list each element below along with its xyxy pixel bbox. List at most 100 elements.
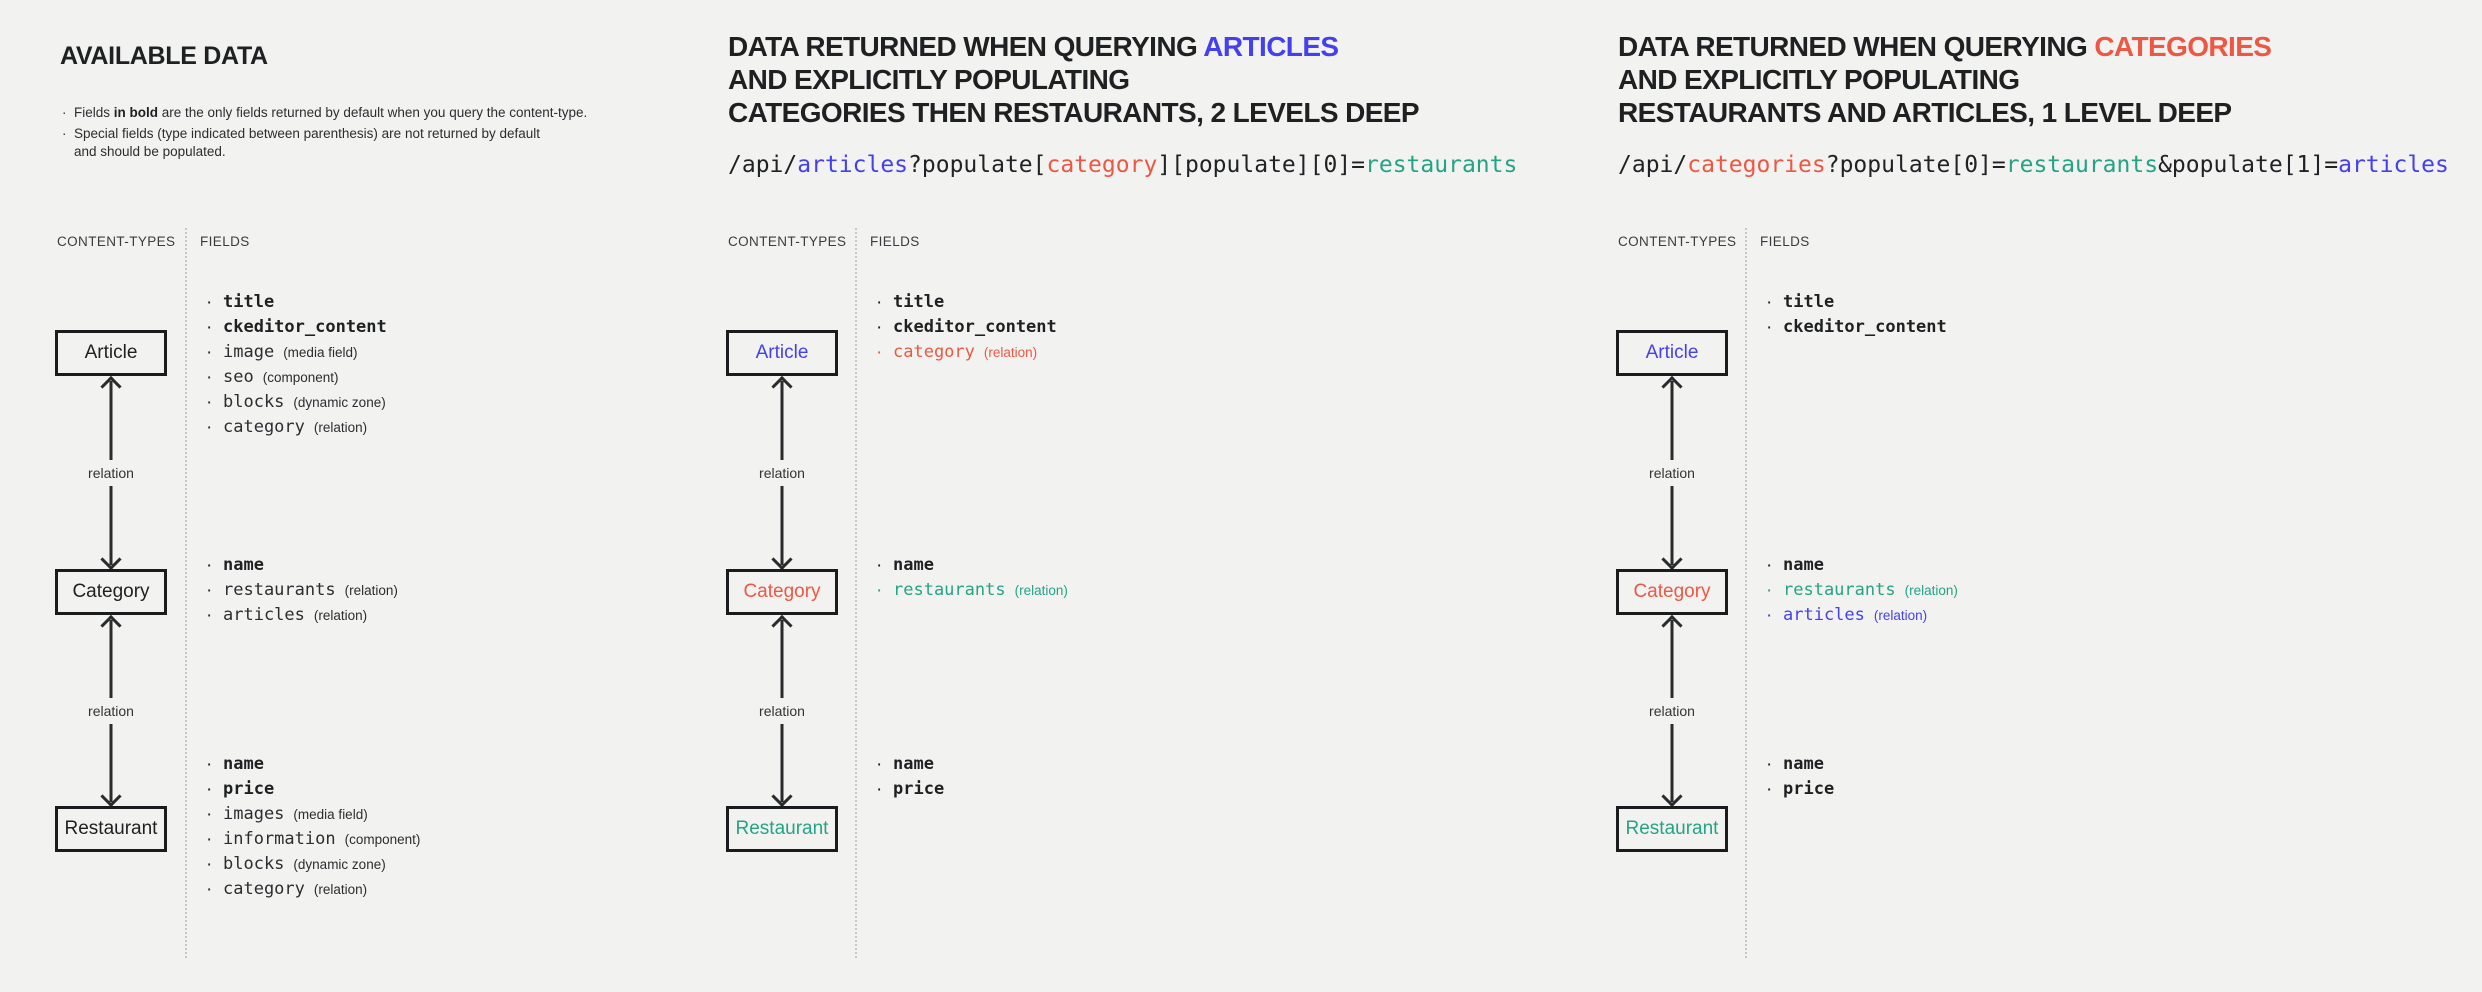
code-segment: ][populate][0]= [1157, 152, 1366, 178]
restaurant-box-label: Restaurant [1625, 818, 1719, 839]
field-item: category (relation) [873, 340, 1066, 365]
category-fields-3: name restaurants(relation) articles(rela… [1763, 553, 1958, 628]
arrow-down-icon [771, 548, 793, 571]
title-line3: CATEGORIES THEN RESTAURANTS, 2 LEVELS DE… [728, 97, 1420, 128]
field-item: name [1763, 752, 1843, 777]
arrow-down-icon [1661, 548, 1683, 571]
field-name: information [223, 829, 336, 849]
field-item: ckeditor_content [873, 315, 1066, 340]
relation-arrow-1a: relation [87, 375, 135, 571]
fields-header-1: FIELDS [200, 234, 250, 249]
restaurant-box-label: Restaurant [64, 818, 158, 839]
field-type: (relation) [1904, 583, 1958, 598]
arrow-up-icon [1661, 614, 1683, 637]
content-types-header-1: CONTENT-TYPES [57, 234, 176, 249]
field-type: (relation) [344, 583, 398, 598]
field-name: blocks [223, 854, 285, 874]
field-name: images [223, 804, 285, 824]
article-box-label: Article [755, 342, 809, 363]
note1-pre: Fields [74, 105, 114, 120]
field-item: price [203, 777, 420, 802]
field-name: ckeditor_content [893, 317, 1057, 337]
fields-header-2: FIELDS [870, 234, 920, 249]
column-divider-3 [1745, 228, 1747, 958]
field-name: blocks [223, 392, 285, 412]
field-item: name [873, 553, 1068, 578]
field-item: title [873, 290, 1066, 315]
category-box-label: Category [72, 581, 150, 602]
field-item: title [203, 290, 396, 315]
arrow-up-icon [100, 375, 122, 398]
arrow-up-icon [1661, 375, 1683, 398]
code-segment: ?populate[ [908, 152, 1047, 178]
articles-query-title: DATA RETURNED WHEN QUERYING ARTICLES AND… [728, 30, 1420, 129]
field-item: images (media field) [203, 802, 420, 827]
field-type: (relation) [313, 420, 368, 435]
title-highlight-articles: ARTICLES [1203, 31, 1339, 62]
field-item: restaurants(relation) [203, 578, 398, 603]
field-item: blocks(dynamic zone) [203, 852, 420, 877]
relation-arrow-2b: relation [758, 614, 806, 808]
field-name: price [1783, 779, 1835, 799]
arrow-up-icon [771, 614, 793, 637]
notes-list: Fields in bold are the only fields retur… [60, 104, 600, 164]
field-name: name [223, 754, 264, 774]
article-box-2: Article [726, 330, 838, 376]
article-fields-1: title ckeditor_content image (media field… [203, 290, 396, 440]
field-item: blocks (dynamic zone) [203, 390, 396, 415]
note-special-fields: Special fields (type indicated between p… [60, 125, 600, 161]
restaurant-box-1: Restaurant [55, 806, 167, 852]
field-name: price [223, 779, 275, 799]
field-name: articles [223, 605, 305, 625]
articles-query-url: /api/articles?populate[category][populat… [728, 152, 1517, 178]
field-item: information(component) [203, 827, 420, 852]
field-name: title [223, 292, 275, 312]
relation-label: relation [1648, 698, 1696, 724]
field-item: seo(component) [203, 365, 396, 390]
title-line2: AND EXPLICITLY POPULATING [728, 64, 1130, 95]
field-type: (relation) [983, 345, 1038, 360]
field-name: restaurants [893, 580, 1006, 600]
field-item: name [203, 752, 420, 777]
code-segment: articles [797, 152, 909, 178]
restaurant-fields-1: name price images (media field) informati… [203, 752, 420, 902]
article-box-label: Article [84, 342, 138, 363]
categories-query-url: /api/categories?populate[0]=restaurants&… [1618, 152, 2449, 178]
article-box-3: Article [1616, 330, 1728, 376]
field-name: ckeditor_content [223, 317, 387, 337]
arrow-down-icon [100, 548, 122, 571]
arrow-down-icon [771, 785, 793, 808]
field-item: ckeditor_content [1763, 315, 1956, 340]
field-name: image [223, 342, 275, 362]
column-divider-1 [185, 228, 187, 958]
field-name: title [1783, 292, 1835, 312]
field-type: (dynamic zone) [293, 395, 386, 410]
code-segment: articles [2338, 152, 2449, 178]
arrow-down-icon [1661, 785, 1683, 808]
relation-label: relation [87, 698, 135, 724]
field-item: restaurants(relation) [1763, 578, 1958, 603]
field-item: title [1763, 290, 1956, 315]
restaurant-box-3: Restaurant [1616, 806, 1728, 852]
relation-label: relation [758, 698, 806, 724]
field-type: (media field) [293, 807, 368, 822]
category-box-label: Category [743, 581, 821, 602]
article-box-1: Article [55, 330, 167, 376]
content-types-header-3: CONTENT-TYPES [1618, 234, 1737, 249]
category-box-3: Category [1616, 569, 1728, 615]
field-type: (media field) [283, 345, 358, 360]
note1-bold: in bold [113, 105, 159, 120]
field-name: title [893, 292, 945, 312]
category-box-2: Category [726, 569, 838, 615]
field-name: category [223, 879, 305, 899]
field-name: name [1783, 555, 1824, 575]
available-data-title: AVAILABLE DATA [60, 42, 268, 70]
field-item: category(relation) [203, 415, 396, 440]
fields-header-3: FIELDS [1760, 234, 1810, 249]
field-name: category [893, 342, 975, 362]
field-item: restaurants(relation) [873, 578, 1068, 603]
title-line2: AND EXPLICITLY POPULATING [1618, 64, 2020, 95]
arrow-up-icon [771, 375, 793, 398]
code-segment: restaurants [2005, 152, 2159, 178]
